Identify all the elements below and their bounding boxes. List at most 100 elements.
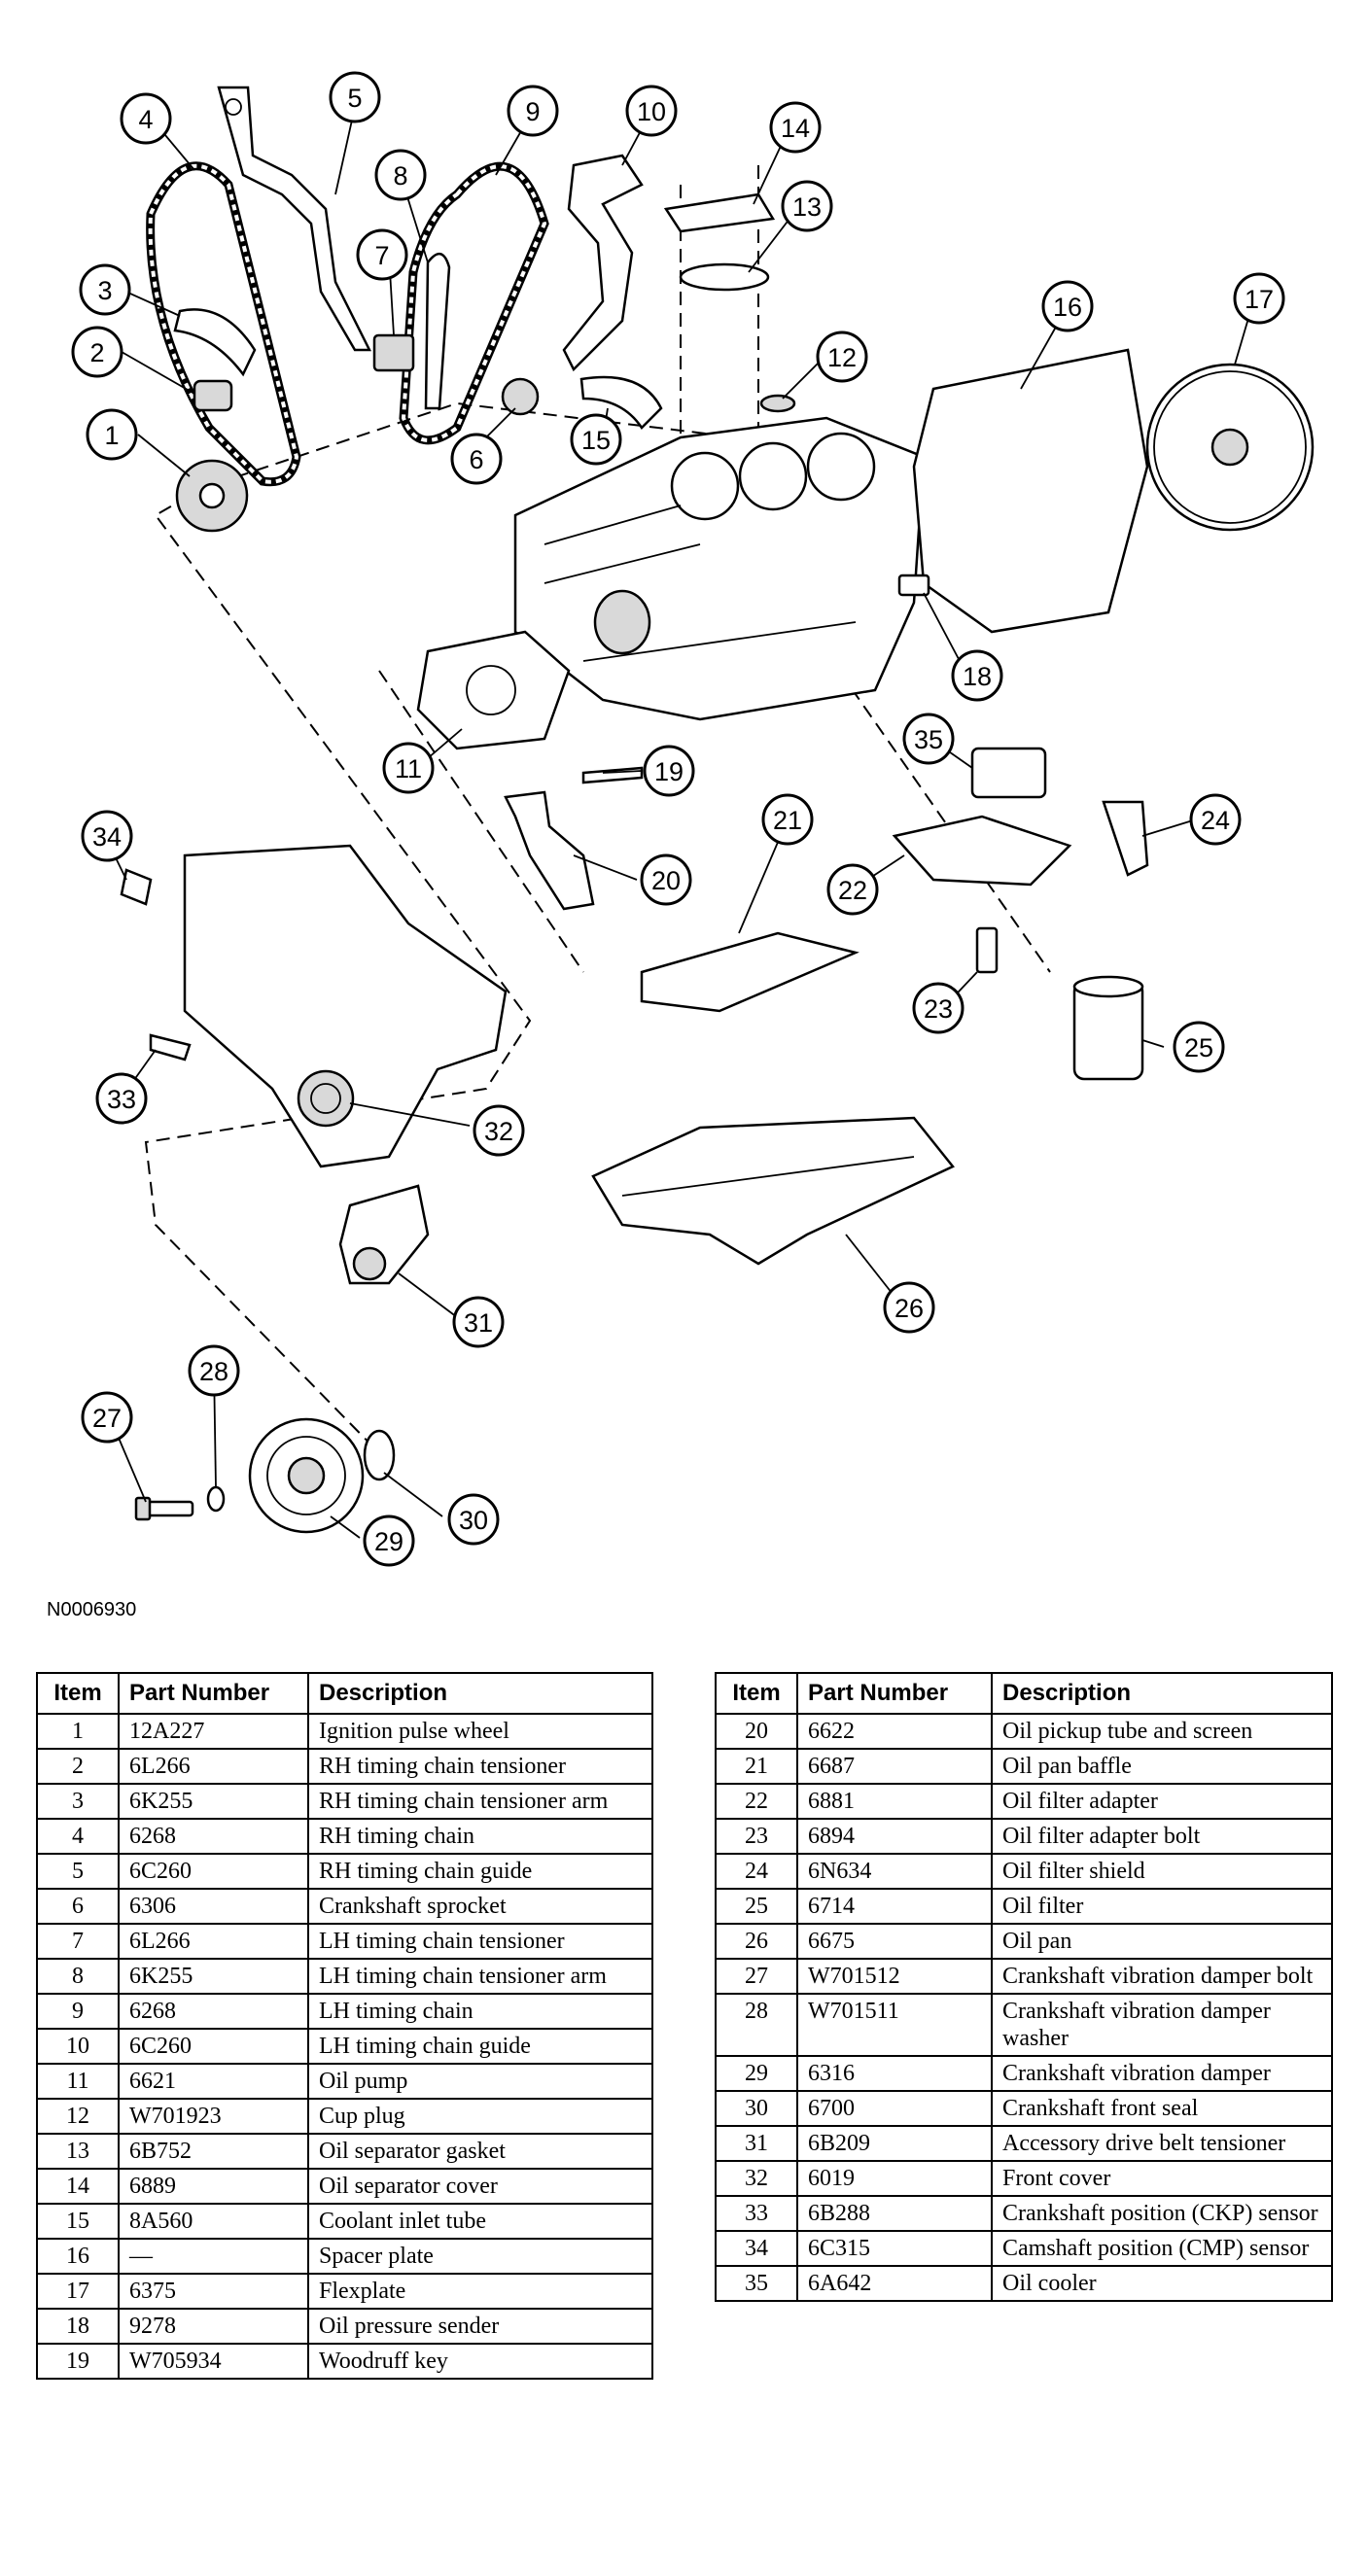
description-cell: Woodruff key: [307, 2343, 653, 2380]
engine-block-drawing: [513, 416, 926, 721]
ignition-pulse-wheel-drawing: [175, 459, 249, 533]
part-number-cell: 6714: [796, 1888, 993, 1925]
svg-text:35: 35: [914, 725, 943, 754]
part-number-cell: 6K255: [118, 1783, 309, 1820]
part-number-cell: 8A560: [118, 2203, 309, 2240]
callout-28: 28: [188, 1344, 240, 1397]
ckp-sensor-drawing: [149, 1033, 192, 1062]
part-number-cell: 6700: [796, 2090, 993, 2127]
callout-11: 11: [382, 742, 435, 794]
spacer-plate-drawing: [912, 348, 1149, 634]
description-cell: Ignition pulse wheel: [307, 1713, 653, 1750]
svg-text:24: 24: [1201, 806, 1230, 835]
description-cell: Oil pump: [307, 2063, 653, 2100]
item-cell: 27: [715, 1958, 798, 1995]
svg-text:25: 25: [1184, 1033, 1213, 1062]
description-cell: Oil pressure sender: [307, 2308, 653, 2345]
callout-29: 29: [363, 1514, 415, 1567]
description-cell: RH timing chain tensioner: [307, 1748, 653, 1785]
item-cell: 15: [36, 2203, 120, 2240]
part-number-cell: —: [118, 2238, 309, 2275]
svg-text:18: 18: [963, 662, 992, 691]
oil-filter-adapter-bolt-drawing: [975, 926, 999, 974]
part-number-cell: 6675: [796, 1923, 993, 1960]
item-cell: 32: [715, 2160, 798, 2197]
item-cell: 31: [715, 2125, 798, 2162]
item-cell: 11: [36, 2063, 120, 2100]
svg-text:16: 16: [1053, 293, 1082, 322]
item-cell: 12: [36, 2098, 120, 2135]
description-cell: Oil filter shield: [991, 1853, 1333, 1890]
front-cover-drawing: [183, 844, 508, 1168]
damper-washer-drawing: [206, 1485, 226, 1513]
item-cell: 26: [715, 1923, 798, 1960]
oil-pan-drawing: [591, 1116, 955, 1266]
item-cell: 35: [715, 2265, 798, 2302]
part-number-cell: 6621: [118, 2063, 309, 2100]
part-number-cell: 6894: [796, 1818, 993, 1855]
item-cell: 14: [36, 2168, 120, 2205]
callout-4: 4: [120, 92, 172, 145]
part-number-cell: 6L266: [118, 1748, 309, 1785]
item-cell: 3: [36, 1783, 120, 1820]
svg-text:20: 20: [651, 866, 681, 895]
engine-exploded-diagram: 1 2 3 4 5 6 7 8 9 10 11 12 13 14 15 16 1…: [71, 71, 1315, 1567]
svg-text:14: 14: [781, 114, 810, 143]
description-cell: Oil filter adapter: [991, 1783, 1333, 1820]
callout-2: 2: [71, 326, 123, 378]
svg-text:12: 12: [827, 343, 857, 372]
description-cell: Crankshaft sprocket: [307, 1888, 653, 1925]
svg-text:7: 7: [374, 241, 389, 270]
description-cell: Crankshaft position (CKP) sensor: [991, 2195, 1333, 2232]
item-cell: 16: [36, 2238, 120, 2275]
figure-id: N0006930: [47, 1599, 137, 1620]
item-cell: 22: [715, 1783, 798, 1820]
part-number-cell: 6L266: [118, 1923, 309, 1960]
oil-pickup-tube-drawing: [504, 790, 595, 911]
svg-text:6: 6: [469, 445, 483, 474]
callout-7: 7: [356, 228, 408, 281]
svg-text:8: 8: [393, 161, 407, 191]
callout-33: 33: [95, 1072, 148, 1125]
header-part-number: Part Number: [796, 1672, 993, 1715]
svg-text:5: 5: [347, 84, 362, 113]
description-cell: Flexplate: [307, 2273, 653, 2310]
svg-text:26: 26: [894, 1294, 924, 1323]
item-cell: 10: [36, 2028, 120, 2065]
part-number-cell: 6881: [796, 1783, 993, 1820]
oil-filter-shield-drawing: [1102, 800, 1149, 877]
svg-text:17: 17: [1245, 285, 1274, 314]
item-cell: 6: [36, 1888, 120, 1925]
table-header-row: Item Part Number Description: [36, 1672, 653, 1715]
svg-text:3: 3: [97, 276, 112, 305]
item-cell: 9: [36, 1993, 120, 2030]
item-cell: 8: [36, 1958, 120, 1995]
header-part-number: Part Number: [118, 1672, 309, 1715]
part-number-cell: 6B209: [796, 2125, 993, 2162]
description-cell: Spacer plate: [307, 2238, 653, 2275]
description-cell: Crankshaft vibration damper washer: [991, 1993, 1333, 2057]
table-header-row: Item Part Number Description: [715, 1672, 1333, 1715]
description-cell: LH timing chain guide: [307, 2028, 653, 2065]
svg-text:21: 21: [773, 806, 802, 835]
item-cell: 18: [36, 2308, 120, 2345]
callout-15: 15: [570, 413, 622, 466]
item-cell: 23: [715, 1818, 798, 1855]
callout-21: 21: [761, 793, 814, 846]
header-description: Description: [991, 1672, 1333, 1715]
callout-25: 25: [1173, 1021, 1225, 1073]
description-cell: LH timing chain: [307, 1993, 653, 2030]
item-cell: 19: [36, 2343, 120, 2380]
